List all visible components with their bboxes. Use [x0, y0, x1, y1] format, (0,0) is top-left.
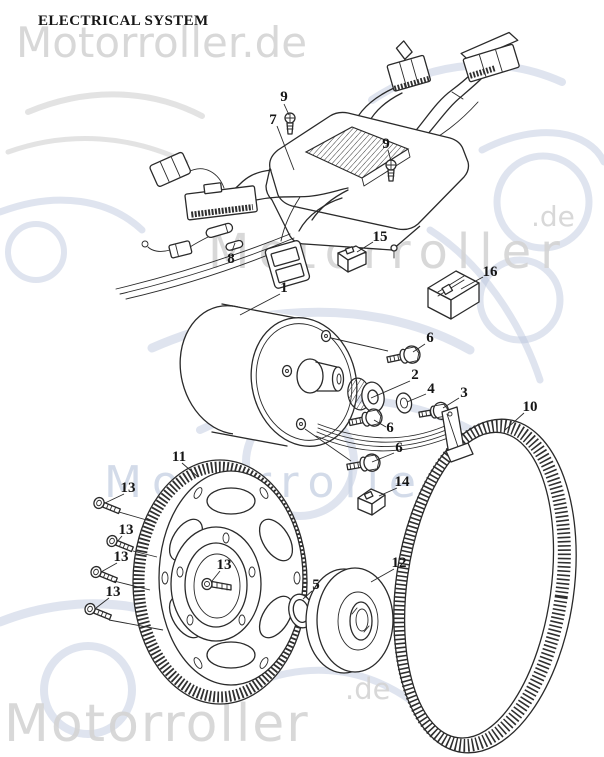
toothed-wheel [132, 459, 308, 705]
drive-belt [393, 418, 577, 754]
callout-label-1: 1 [280, 280, 288, 296]
callout-label-13-c: 13 [114, 549, 129, 565]
callout-label-7: 7 [269, 112, 277, 128]
top-connector-large [460, 31, 520, 83]
callout-layer: 9 7 9 8 15 16 1 6 2 4 3 6 10 6 11 14 13 [95, 89, 538, 609]
callout-label-4: 4 [427, 381, 435, 397]
center-plug [264, 240, 311, 289]
top-connector-small [386, 40, 431, 92]
watermark-bottom-tld: .de [345, 672, 390, 706]
block-14 [357, 488, 386, 516]
left-connector-small [149, 151, 192, 187]
relay-15 [337, 245, 367, 273]
callout-label-13-d: 13 [106, 584, 121, 600]
callout-label-2: 2 [411, 367, 419, 383]
callout-label-13-a: 13 [121, 480, 136, 496]
stator-motor [179, 303, 358, 450]
callout-label-9-left: 9 [280, 89, 288, 105]
wiring-harness-left [115, 168, 349, 300]
callout-label-6-lower: 6 [395, 440, 403, 456]
tab-screw [390, 244, 398, 259]
watermark-middle-tld: .de [531, 200, 575, 233]
belt-bracket [441, 406, 474, 463]
pulley-12 [305, 567, 394, 674]
bolt-6-lower [346, 453, 381, 472]
bolt-13-c [90, 565, 118, 584]
left-connector-multipin [184, 182, 258, 221]
assembly-lines [108, 337, 389, 631]
hub-bolt-holes [176, 532, 256, 626]
connector-16 [427, 270, 480, 320]
callout-label-13-center: 13 [217, 557, 232, 573]
callout-label-12: 12 [392, 555, 407, 571]
wheel-rim-holes [161, 487, 301, 669]
callout-label-3: 3 [460, 385, 468, 401]
bullet-terminal-large [205, 222, 234, 239]
callout-label-6-middle: 6 [386, 420, 394, 436]
callout-label-11: 11 [172, 449, 186, 465]
bolt-6-upper [386, 345, 421, 364]
callout-label-8: 8 [227, 251, 235, 267]
controller-unit [265, 111, 470, 259]
washer-4 [395, 392, 413, 414]
watermark-scooter-sketch [0, 61, 604, 738]
callout-label-16: 16 [483, 264, 499, 280]
callout-label-10: 10 [523, 399, 538, 415]
motor-wire-bundle [315, 423, 449, 452]
screw-9-left [284, 112, 296, 135]
left-mini-connector [168, 240, 193, 259]
callout-label-6-upper: 6 [426, 330, 434, 346]
callout-label-9-right: 9 [382, 136, 390, 152]
watermark-top: Motorroller.de [16, 18, 307, 67]
pulley-2-assembly [347, 377, 413, 414]
bolt-13-d [84, 602, 112, 621]
bolt-13-a [93, 496, 121, 515]
watermark-bottom-brand: Motorroller [4, 694, 310, 754]
bolt-13-center [201, 577, 232, 591]
screw-9-right [385, 159, 397, 182]
page-title: ELECTRICAL SYSTEM [38, 13, 209, 29]
callout-label-13-b: 13 [119, 522, 134, 538]
motor-screw-hole [281, 329, 332, 431]
callout-label-14: 14 [395, 474, 411, 490]
callout-label-15: 15 [373, 229, 388, 245]
callout-label-5: 5 [312, 577, 320, 593]
